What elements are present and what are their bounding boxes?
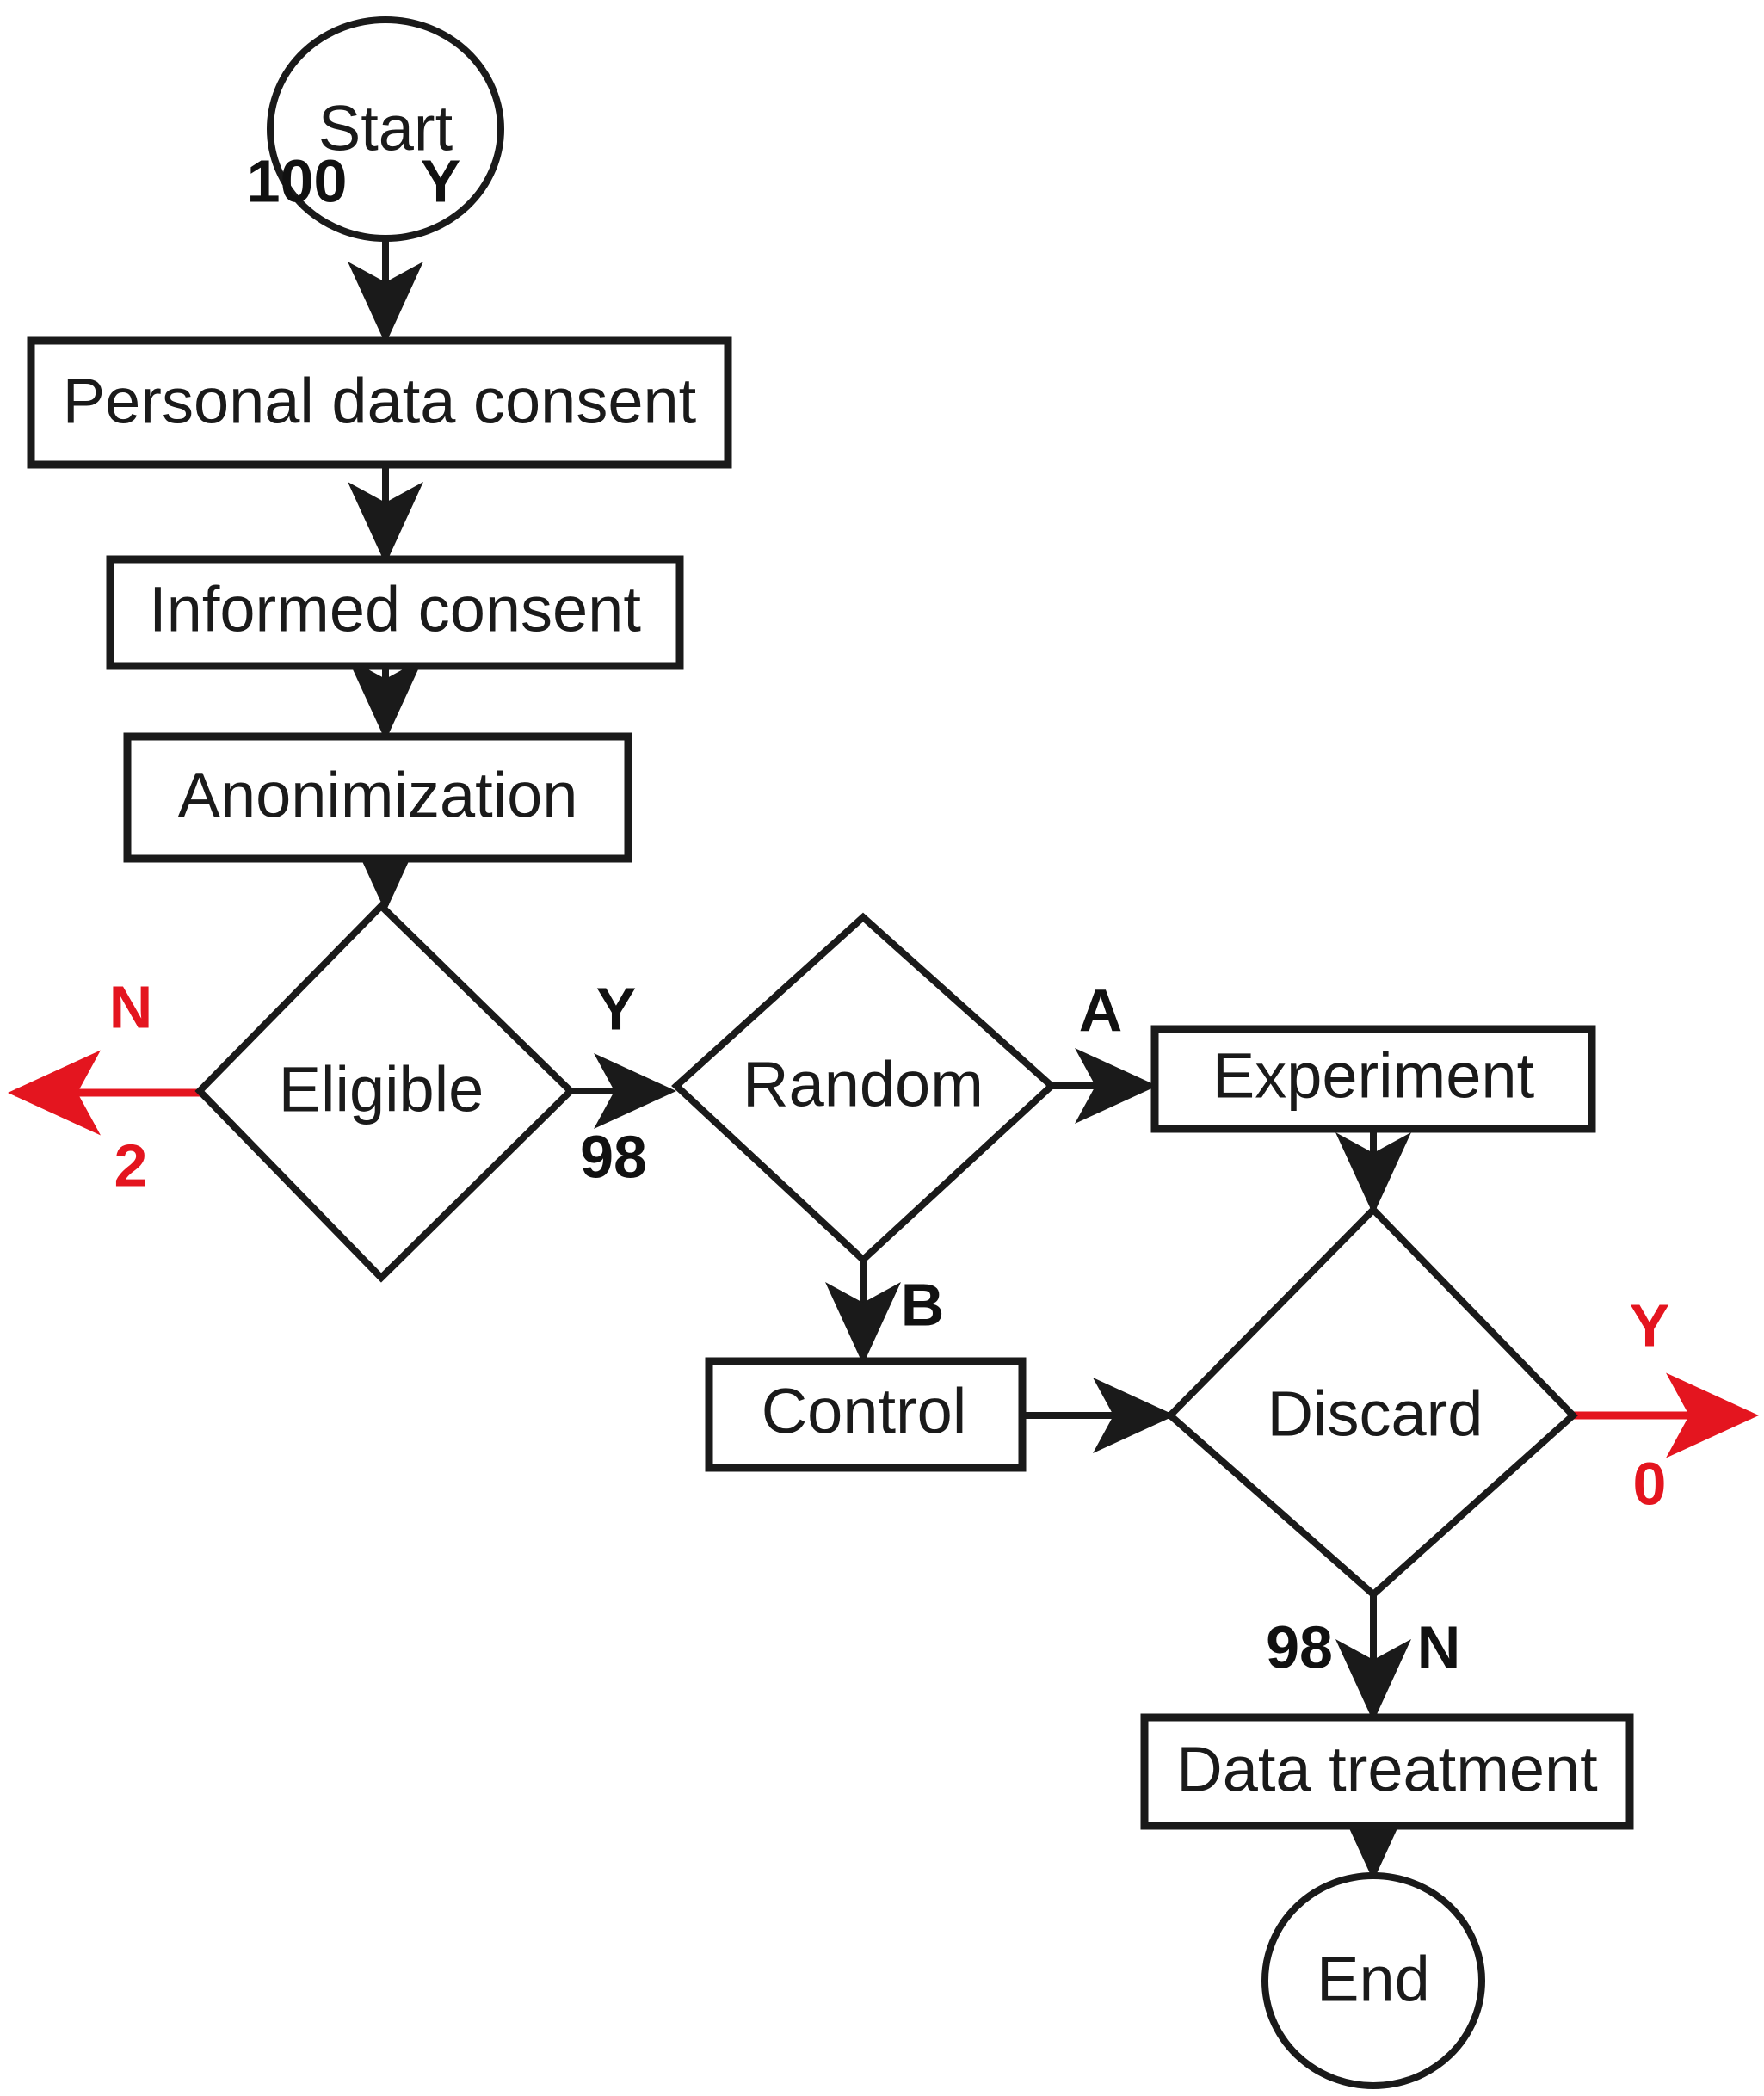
node-end[interactable]: End: [1261, 1872, 1485, 2089]
node-start-label: Start: [318, 93, 453, 164]
node-eligible-label: Eligible: [279, 1054, 484, 1125]
node-discard[interactable]: Discard: [1165, 1205, 1578, 1600]
node-random-label: Random: [743, 1049, 984, 1120]
node-control-label: Control: [762, 1376, 967, 1447]
node-informed-consent[interactable]: Informed consent: [106, 555, 684, 670]
node-personal-data-consent[interactable]: Personal data consent: [27, 336, 732, 469]
edge-label-start-count: 100: [247, 147, 348, 214]
node-anonimization[interactable]: Anonimization: [123, 732, 632, 863]
edge-label-random-b: B: [901, 1271, 945, 1338]
edge-label-discard-no-count: 98: [1266, 1613, 1333, 1680]
node-random[interactable]: Random: [671, 912, 1057, 1265]
node-informed-consent-label: Informed consent: [149, 574, 641, 645]
node-start[interactable]: Start: [267, 16, 504, 242]
edge-label-discard-no-condition: N: [1417, 1613, 1461, 1680]
node-experiment-label: Experiment: [1212, 1040, 1535, 1112]
edge-label-eligible-no-count: 2: [114, 1131, 148, 1199]
edge-label-eligible-yes-condition: Y: [596, 975, 637, 1042]
node-anonimization-label: Anonimization: [178, 760, 578, 831]
edge-label-random-a: A: [1079, 977, 1123, 1044]
node-personal-data-consent-label: Personal data consent: [63, 366, 697, 437]
node-discard-label: Discard: [1267, 1378, 1483, 1450]
node-control[interactable]: Control: [705, 1357, 1027, 1472]
node-end-label: End: [1317, 1944, 1430, 2015]
edge-label-start-condition: Y: [421, 147, 461, 214]
node-eligible[interactable]: Eligible: [194, 901, 576, 1283]
node-data-treatment[interactable]: Data treatment: [1140, 1713, 1634, 1830]
node-data-treatment-label: Data treatment: [1176, 1734, 1598, 1805]
edge-label-discard-yes-condition: Y: [1630, 1292, 1670, 1359]
edge-label-eligible-no-condition: N: [109, 973, 153, 1040]
edge-label-eligible-yes-count: 98: [580, 1123, 647, 1190]
edge-label-discard-yes-count: 0: [1633, 1450, 1667, 1517]
node-experiment[interactable]: Experiment: [1150, 1025, 1596, 1133]
